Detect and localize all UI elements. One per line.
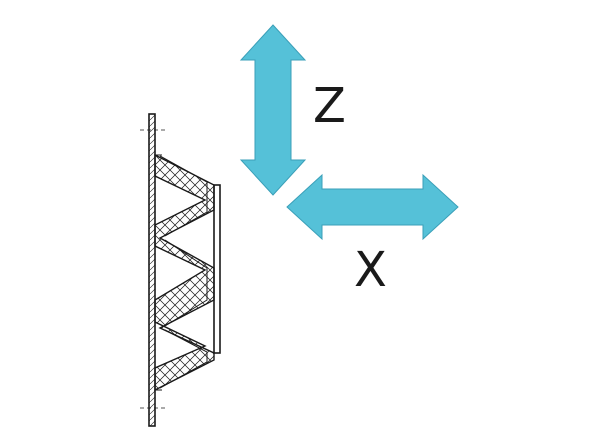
rubber-profile-middle [164,239,208,327]
base-plate [148,113,156,427]
x-axis-label: X [354,242,387,298]
z-axis-arrow [239,24,307,196]
rubber-profile-upper [159,155,208,237]
z-axis-label: Z [313,78,346,134]
rubber-profile-lower [159,329,208,389]
rubber-element [154,153,215,392]
x-axis-arrow [286,173,459,241]
inner-plate [213,184,221,354]
mount-cross-section [140,113,221,427]
